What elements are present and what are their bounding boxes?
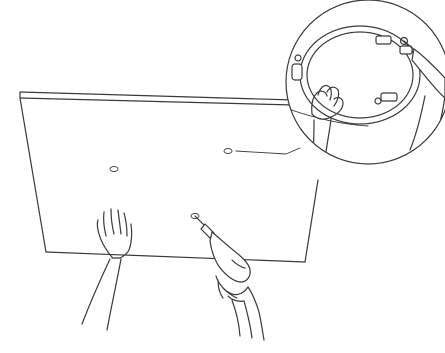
left-hand xyxy=(82,209,132,330)
mounting-hole-right xyxy=(224,149,232,154)
mounting-holes xyxy=(110,149,232,219)
mounting-hole-left xyxy=(110,167,118,172)
bracket-clip-left xyxy=(292,64,302,80)
ceiling-panel xyxy=(20,92,318,262)
detail-callout xyxy=(286,0,445,164)
bracket-clip-top xyxy=(376,36,391,44)
mounting-bracket xyxy=(300,26,420,124)
bracket-clip-bottom xyxy=(381,93,397,101)
right-hand xyxy=(216,276,264,340)
power-drill xyxy=(195,216,250,298)
bracket-clip-right xyxy=(400,46,412,54)
callout-leader xyxy=(236,148,300,154)
